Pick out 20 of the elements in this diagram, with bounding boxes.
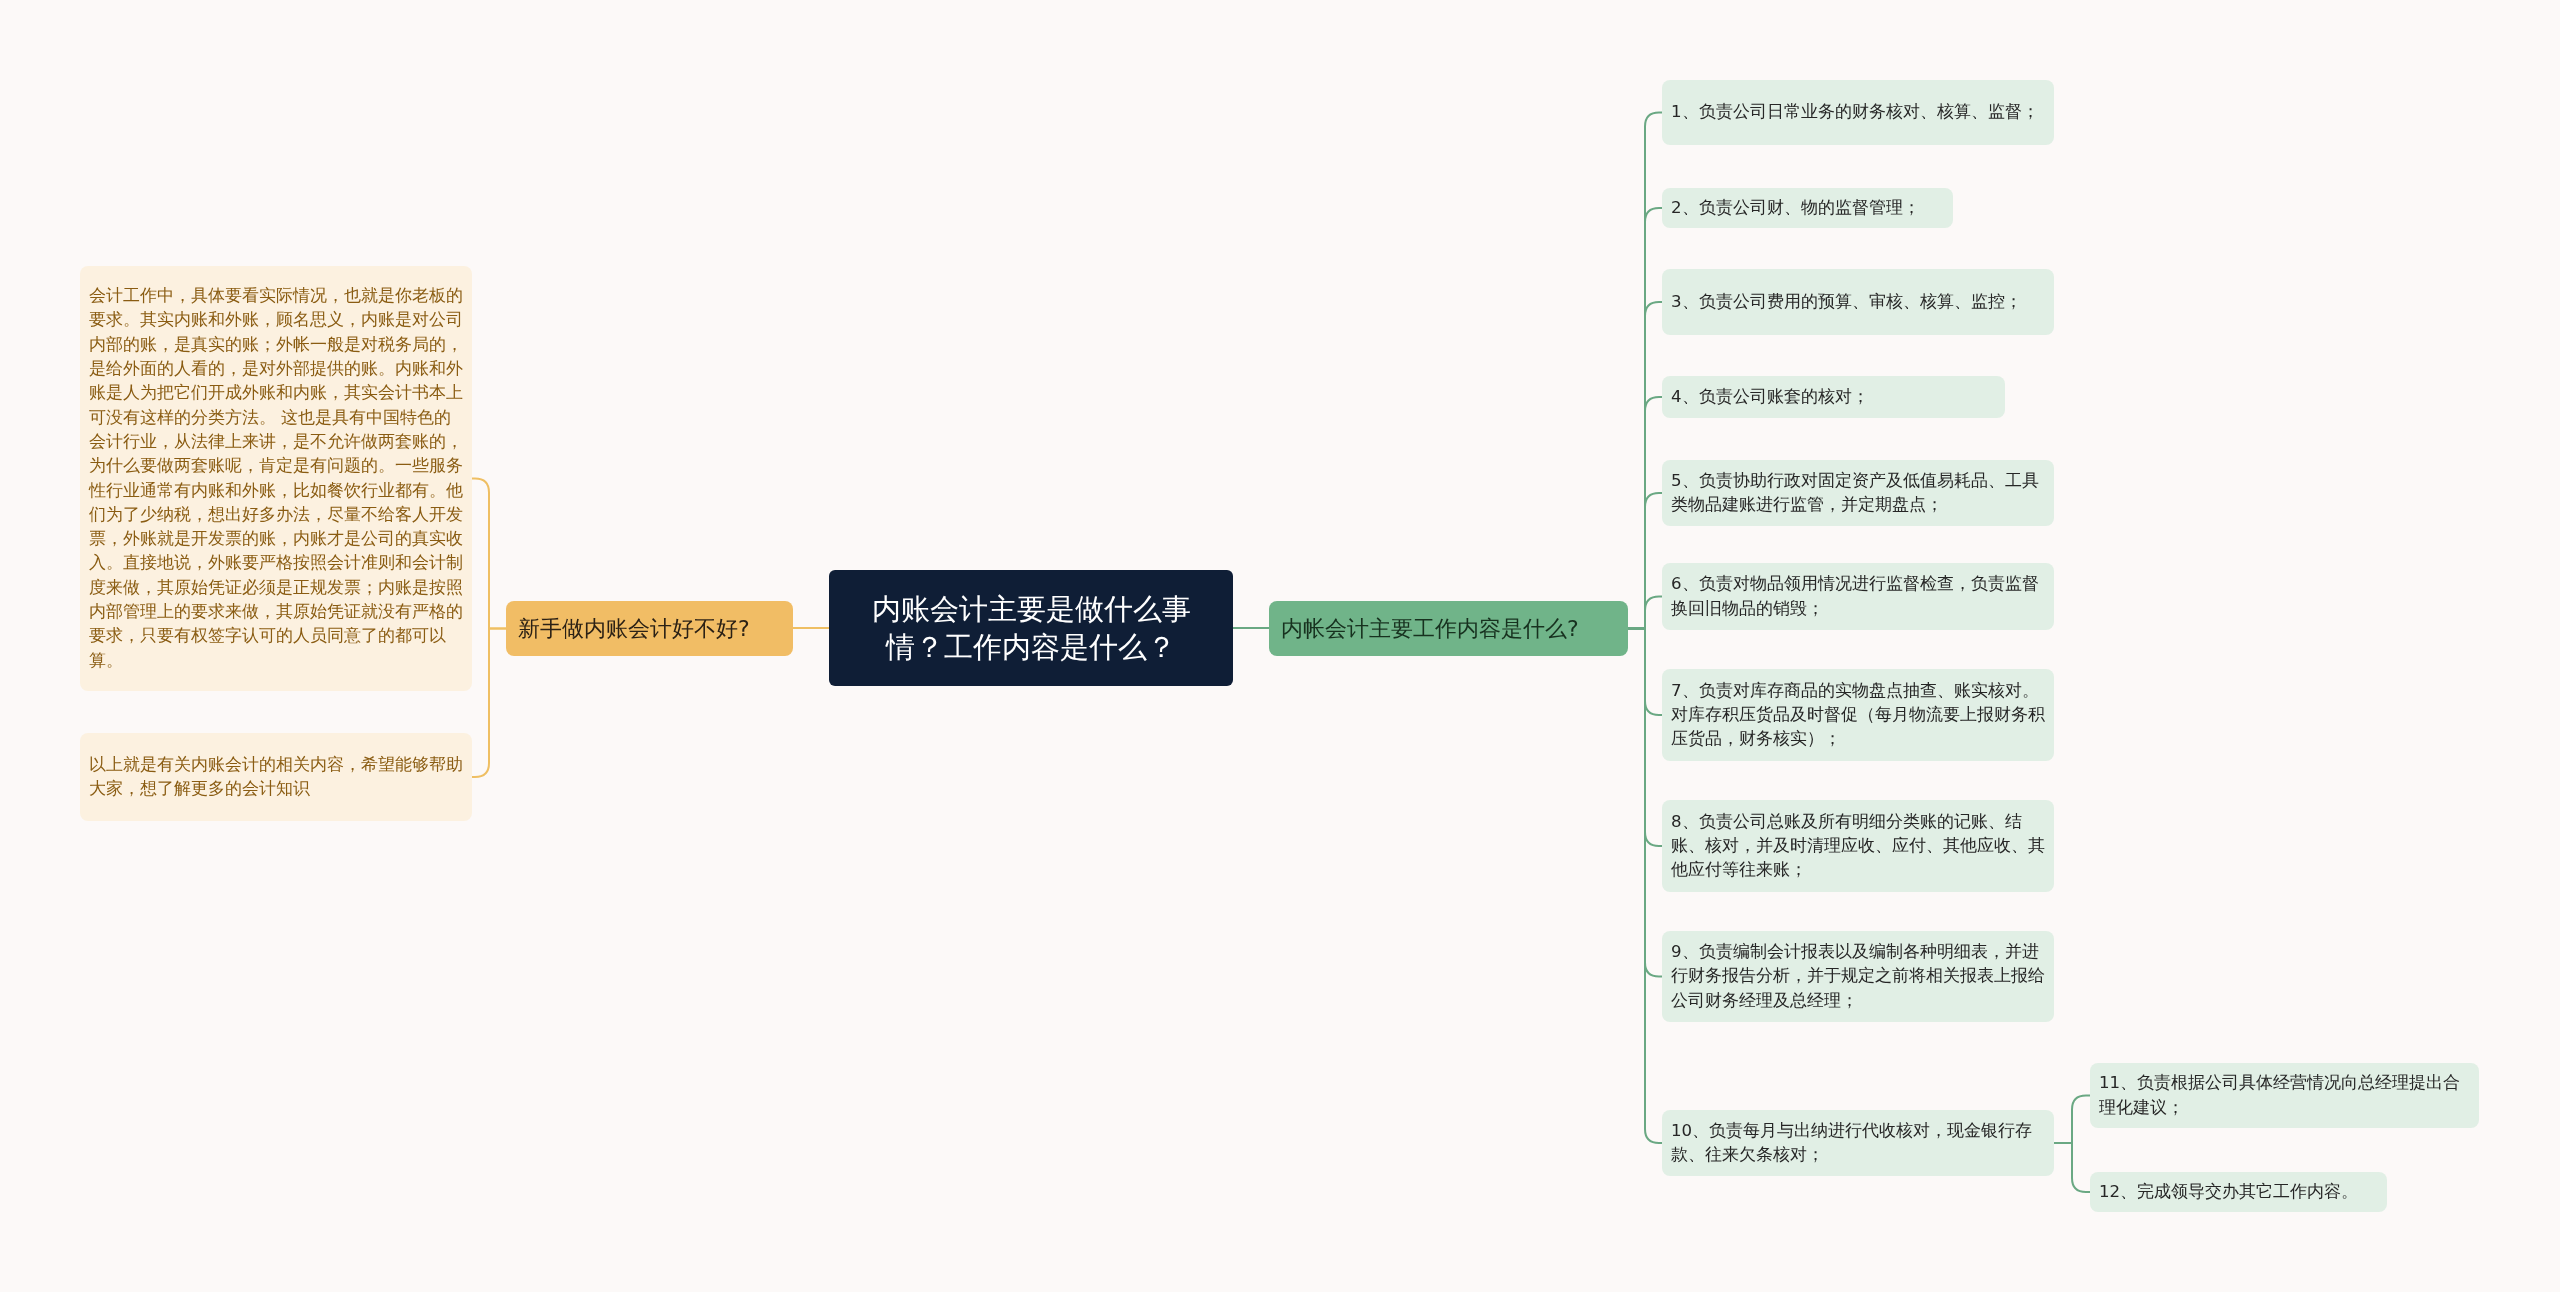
subtopic-box: 11、负责根据公司具体经营情况向总经理提出合理化建议；: [2090, 1063, 2479, 1128]
subtopic-box: 8、负责公司总账及所有明细分类账的记账、结账、核对，并及时清理应收、应付、其他应收、其他应付等往来账；: [1662, 800, 2054, 892]
subtopic-box: 2、负责公司财、物的监督管理；: [1662, 188, 1953, 228]
subtopic-box: 7、负责对库存商品的实物盘点抽查、账实核对。对库存积压货品及时督促（每月物流要上报财务积压货品，财务核实）；: [1662, 669, 2054, 761]
subtopic-box: 3、负责公司费用的预算、审核、核算、监控；: [1662, 269, 2054, 335]
branch-topic-box: 内帐会计主要工作内容是什么?: [1269, 601, 1628, 656]
subtopic-box: 5、负责协助行政对固定资产及低值易耗品、工具类物品建账进行监管，并定期盘点；: [1662, 460, 2054, 526]
connector-line: [792, 627, 830, 629]
subtopic-box: 10、负责每月与出纳进行代收核对，现金银行存款、往来欠条核对；: [1662, 1110, 2054, 1176]
connector-line: [1232, 627, 1270, 629]
central-topic-box: 内账会计主要是做什么事情？工作内容是什么？: [829, 570, 1233, 686]
subtopic-box: 12、完成领导交办其它工作内容。: [2090, 1172, 2387, 1212]
subtopic-box: 4、负责公司账套的核对；: [1662, 376, 2005, 418]
subtopic-box: 6、负责对物品领用情况进行监督检查，负责监督换回旧物品的销毁；: [1662, 563, 2054, 630]
note-box: 以上就是有关内账会计的相关内容，希望能够帮助大家，想了解更多的会计知识: [80, 733, 472, 821]
note-box: 会计工作中，具体要看实际情况，也就是你老板的要求。其实内账和外账，顾名思义，内账是对公司内部的账，是真实的账；外帐一般是对税务局的，是给外面的人看的，是对外部提供的账。内账和外账是人为把它们开成外账和内账，其实会计书本上可没有这样的分类方法。 这也是具有中国特色的会计行业，从法律上来讲，是不允许做两套账的，为什么要做两套账呢，肯定是有问题的。一些服务性行业通常有内账和外账，比如餐饮行业都有。他们为了少纳税，想出好多办法，尽量不给客人开发票，外账就是开发票的账，内账才是公司的真实收入。直接地说，外账要严格按照会计准则和会计制度来做，其原始凭证必须是正规发票；内账是按照内部管理上的要求来做，其原始凭证就没有严格的要求，只要有权签字认可的人员同意了的都可以算。: [80, 266, 472, 691]
subtopic-box: 1、负责公司日常业务的财务核对、核算、监督；: [1662, 80, 2054, 145]
connector-line: [2053, 1142, 2091, 1193]
branch-topic-box: 新手做内账会计好不好?: [506, 601, 793, 656]
subtopic-box: 9、负责编制会计报表以及编制各种明细表，并进行财务报告分析，并于规定之前将相关报表上报给公司财务经理及总经理；: [1662, 931, 2054, 1022]
